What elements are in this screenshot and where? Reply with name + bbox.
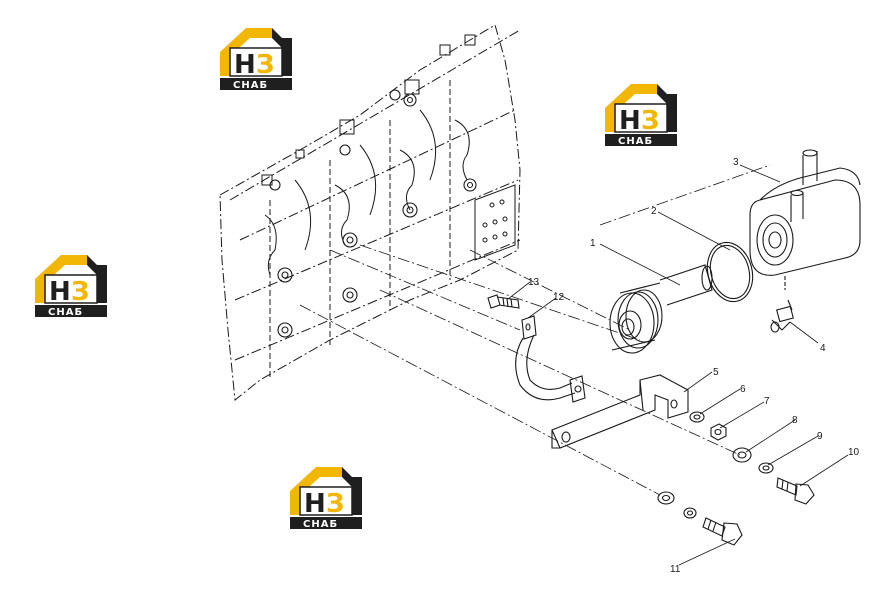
watermark-logo-2: Н З СНАБ (604, 83, 678, 147)
callout-12: 12 (553, 292, 565, 303)
watermark-logo-3-sub: СНАБ (48, 307, 83, 318)
part-4-fitting (770, 299, 794, 333)
part-11-bolt-set (657, 491, 743, 546)
part-12-clamp (515, 315, 586, 403)
callout-7: 7 (764, 396, 770, 407)
watermark-logo-2-h: Н (619, 106, 641, 136)
callout-10: 10 (848, 447, 860, 458)
watermark-logo-3: Н З СНАБ (34, 254, 108, 318)
part-8-washer (732, 447, 752, 463)
callout-5: 5 (713, 367, 719, 378)
watermark-logo-1-h: Н (234, 50, 256, 80)
part-7-nut (710, 423, 727, 441)
watermark-logo-1-sub: СНАБ (233, 80, 268, 91)
callout-labels: 1 2 3 4 5 6 7 8 9 10 11 12 13 (528, 157, 860, 575)
leader-lines (507, 164, 849, 566)
watermark-logo-3-3: З (71, 277, 89, 307)
part-10-bolt (776, 477, 815, 505)
callout-9: 9 (817, 431, 823, 442)
explosion-lines (299, 164, 771, 496)
watermark-logo-2-3: З (641, 106, 659, 136)
watermark-logo-4-sub: СНАБ (303, 519, 338, 530)
watermark-logo-4-h: Н (304, 489, 326, 519)
watermark-logo-4-3: З (326, 489, 344, 519)
part-3-housing (749, 149, 861, 290)
callout-3: 3 (733, 157, 739, 168)
watermark-logo-2-sub: СНАБ (618, 136, 653, 147)
callout-11: 11 (670, 564, 681, 575)
engine-block (219, 24, 521, 401)
callout-13: 13 (528, 277, 540, 288)
callout-4: 4 (820, 343, 826, 354)
callout-2: 2 (651, 206, 657, 217)
callout-1: 1 (590, 238, 596, 249)
watermark-logo-3-h: Н (49, 277, 71, 307)
part-6-washer (689, 411, 705, 423)
part-13-bolt (487, 294, 520, 309)
part-5-bracket (551, 374, 689, 449)
part-9-washer (758, 462, 774, 474)
watermark-logo-1: Н З СНАБ (219, 27, 293, 91)
watermark-logo-1-3: З (256, 50, 274, 80)
callout-8: 8 (792, 415, 798, 426)
callout-6: 6 (740, 384, 746, 395)
watermark-logo-4: Н З СНАБ (289, 466, 363, 530)
part-1-pulley-shaft (609, 264, 713, 354)
